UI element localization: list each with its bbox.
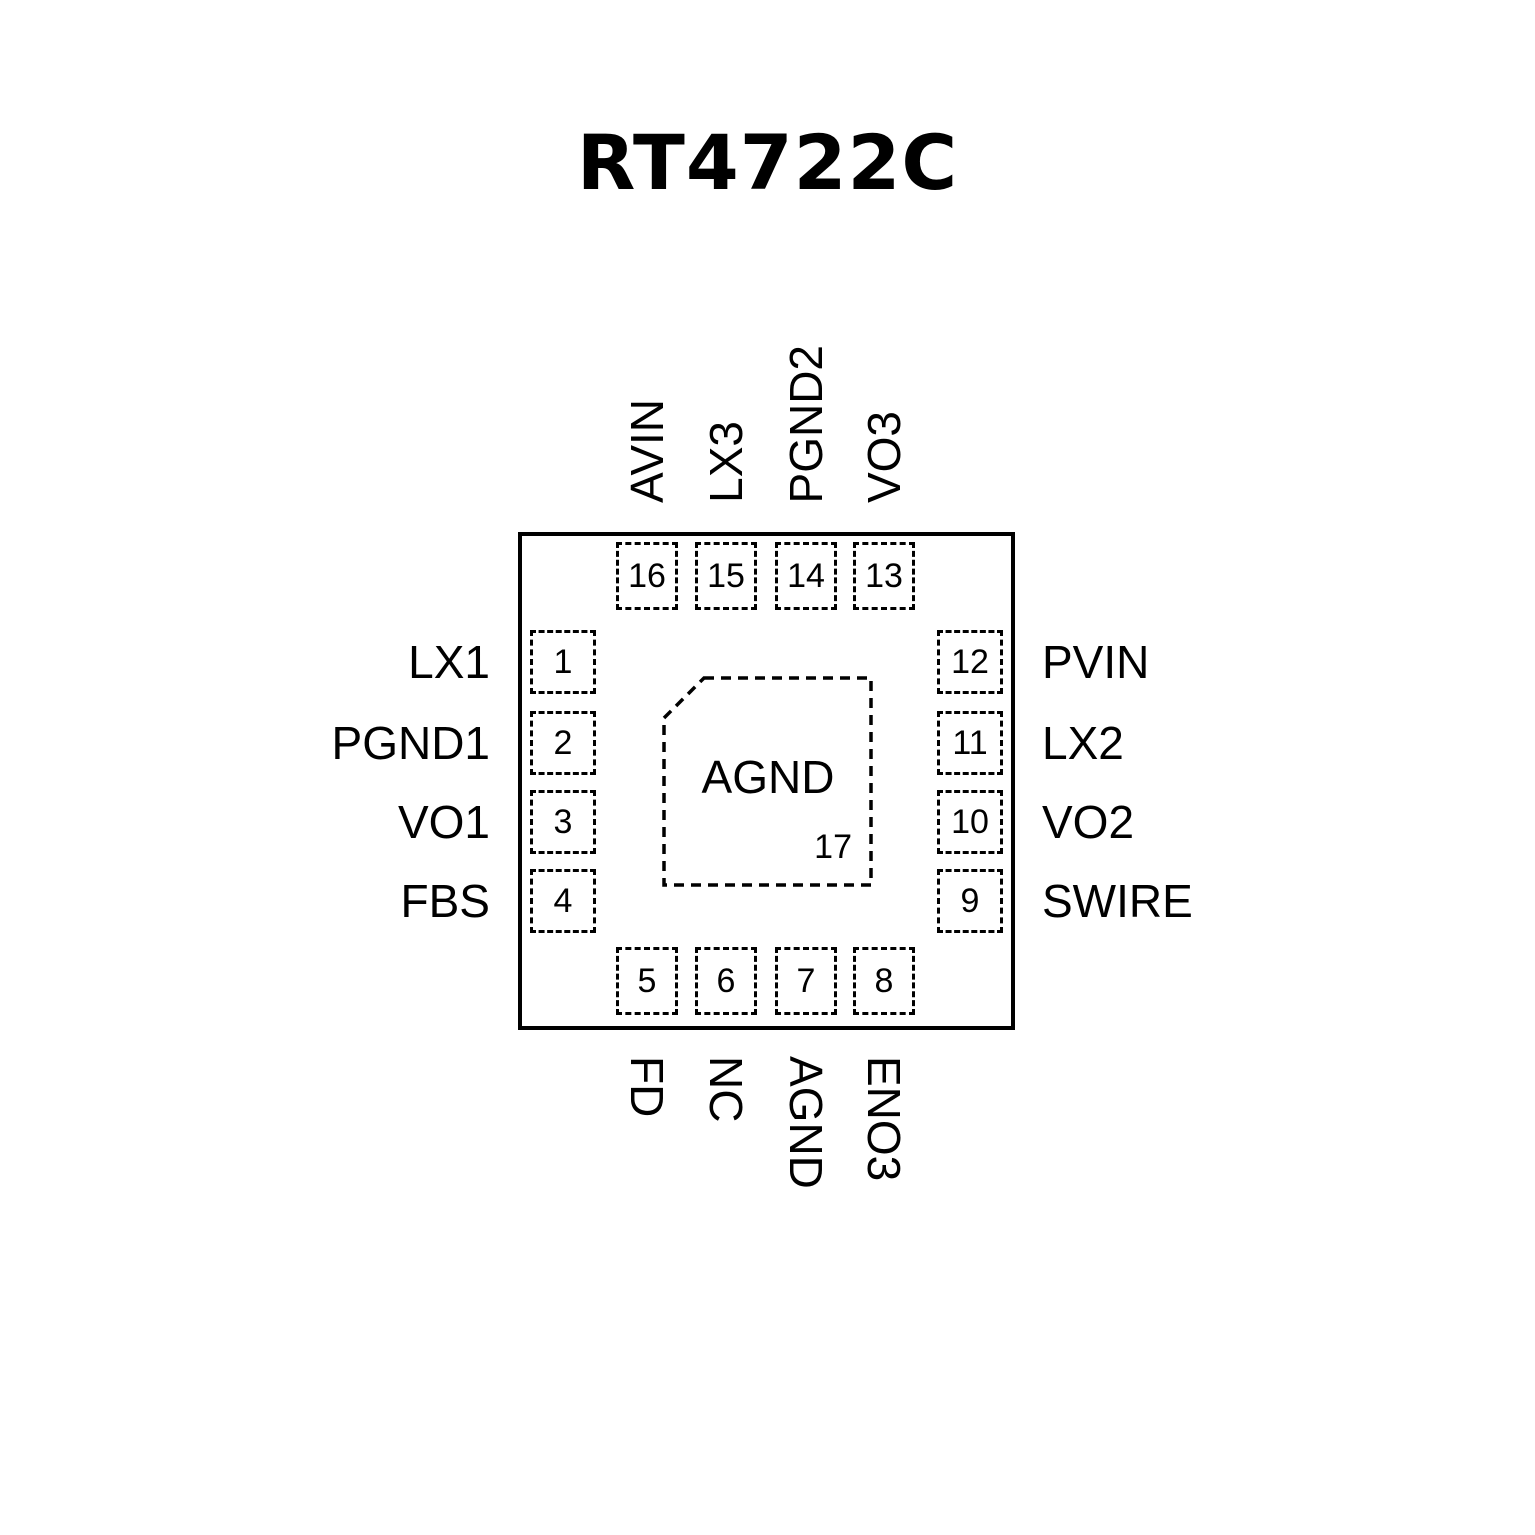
pin-6: 6 [695, 947, 757, 1015]
pin-5: 5 [616, 947, 678, 1015]
pin-8: 8 [853, 947, 915, 1015]
pin-9: 9 [937, 869, 1003, 933]
pin-3: 3 [530, 790, 596, 854]
pin-16: 16 [616, 542, 678, 610]
center-pad-outline [662, 676, 873, 887]
pin-number: 3 [553, 802, 573, 841]
pin-number: 1 [553, 642, 573, 681]
pin-label-lx2: LX2 [1042, 717, 1124, 769]
pin-label-vo3: VO3 [858, 410, 910, 503]
pin-15: 15 [695, 542, 757, 610]
pin-number: 13 [865, 556, 903, 595]
pin-10: 10 [937, 790, 1003, 854]
center-pad-number: 17 [814, 828, 852, 866]
pin-number: 9 [960, 881, 980, 920]
pin-label-pvin: PVIN [1042, 636, 1150, 688]
pin-label-vo2: VO2 [1042, 796, 1135, 848]
pin-number: 16 [628, 556, 666, 595]
pin-label-fd: FD [621, 1056, 673, 1118]
pin-label-fbs: FBS [400, 875, 490, 927]
pin-2: 2 [530, 711, 596, 775]
pin-number: 11 [952, 723, 988, 762]
pin-13: 13 [853, 542, 915, 610]
chip-title: RT4722C [576, 118, 959, 207]
pin-number: 8 [874, 961, 894, 1000]
pin-label-agnd-bottom: AGND [780, 1056, 832, 1189]
pin-number: 14 [787, 556, 825, 595]
pin-label-lx3: LX3 [700, 421, 752, 503]
pin-label-eno3: ENO3 [858, 1056, 910, 1182]
pin-11: 11 [937, 711, 1003, 775]
pin-number: 10 [951, 802, 989, 841]
pin-number: 6 [716, 961, 736, 1000]
pin-14: 14 [775, 542, 837, 610]
pin-number: 5 [637, 961, 657, 1000]
pin-label-avin: AVIN [621, 399, 673, 503]
pin-number: 7 [796, 961, 816, 1000]
pin-label-swire: SWIRE [1042, 875, 1193, 927]
chip-body [518, 532, 1015, 1030]
pin-number: 4 [553, 881, 573, 920]
pin-4: 4 [530, 869, 596, 933]
pin-number: 15 [707, 556, 745, 595]
pin-label-nc: NC [700, 1056, 752, 1123]
pin-1: 1 [530, 630, 596, 694]
pin-label-vo1: VO1 [397, 796, 490, 848]
pin-number: 12 [951, 642, 989, 681]
pin-7: 7 [775, 947, 837, 1015]
pin-label-pgnd2: PGND2 [780, 344, 832, 503]
pin-12: 12 [937, 630, 1003, 694]
pin-number: 2 [553, 723, 573, 762]
center-pad-label: AGND [701, 751, 835, 803]
pin-label-pgnd1: PGND1 [331, 717, 490, 769]
pin-label-lx1: LX1 [408, 636, 490, 688]
